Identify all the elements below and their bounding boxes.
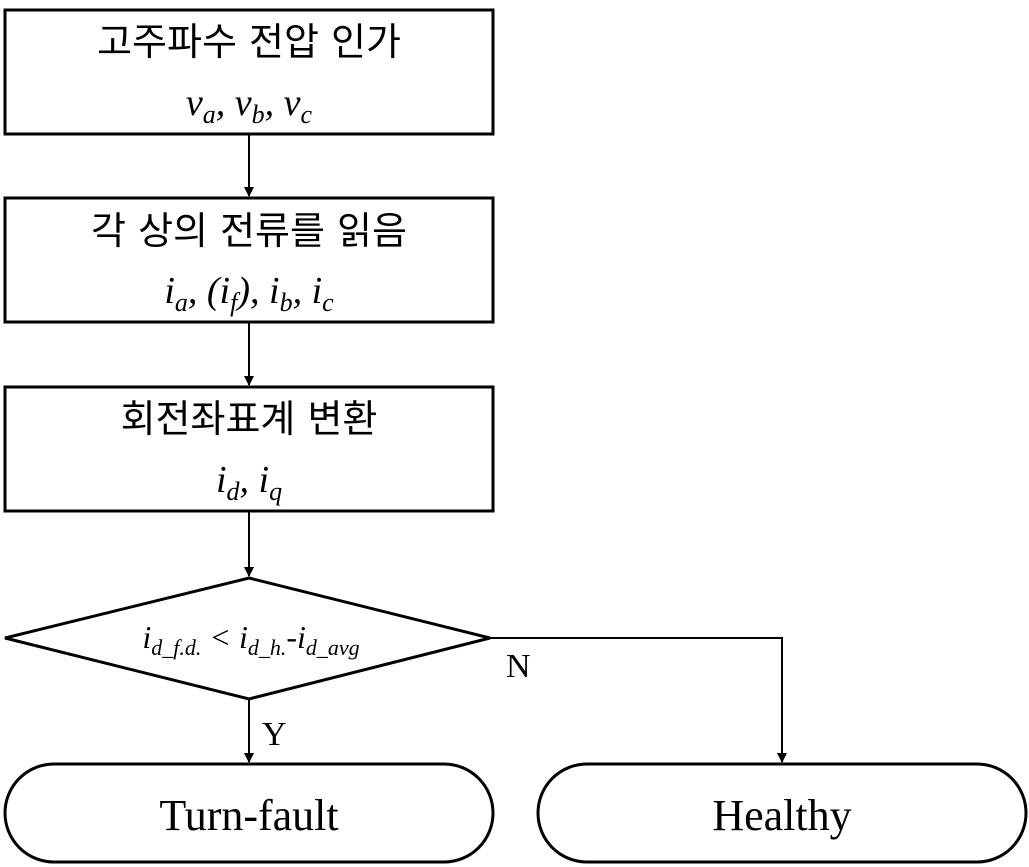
step-title: 회전좌표계 변환 <box>121 397 378 441</box>
decision-fault-check: id_f.d. < id_h.-id_avg <box>4 576 491 701</box>
terminal-label: Healthy <box>712 791 851 840</box>
terminal-label: Turn-fault <box>159 791 338 840</box>
terminal-healthy: Healthy <box>536 762 1028 864</box>
step-title: 고주파수 전압 인가 <box>97 20 401 64</box>
step-title: 각 상의 전류를 읽음 <box>91 209 407 253</box>
terminal-turn-fault: Turn-fault <box>3 762 495 864</box>
arrow-no <box>490 637 787 763</box>
step-apply-hf-voltage: 고주파수 전압 인가 va, vb, vc <box>3 8 495 136</box>
step-box <box>3 196 495 324</box>
terminal-box <box>536 762 1028 864</box>
step-box <box>3 8 495 136</box>
no-label: N <box>506 648 531 685</box>
step-read-phase-currents: 각 상의 전류를 읽음 ia, (if), ib, ic <box>3 196 495 324</box>
step-formula-currents: ia, (if), ib, ic <box>164 270 334 317</box>
yes-label: Y <box>262 716 287 753</box>
step-rotating-frame-transform: 회전좌표계 변환 id, iq <box>3 385 495 513</box>
terminal-box <box>3 762 495 864</box>
